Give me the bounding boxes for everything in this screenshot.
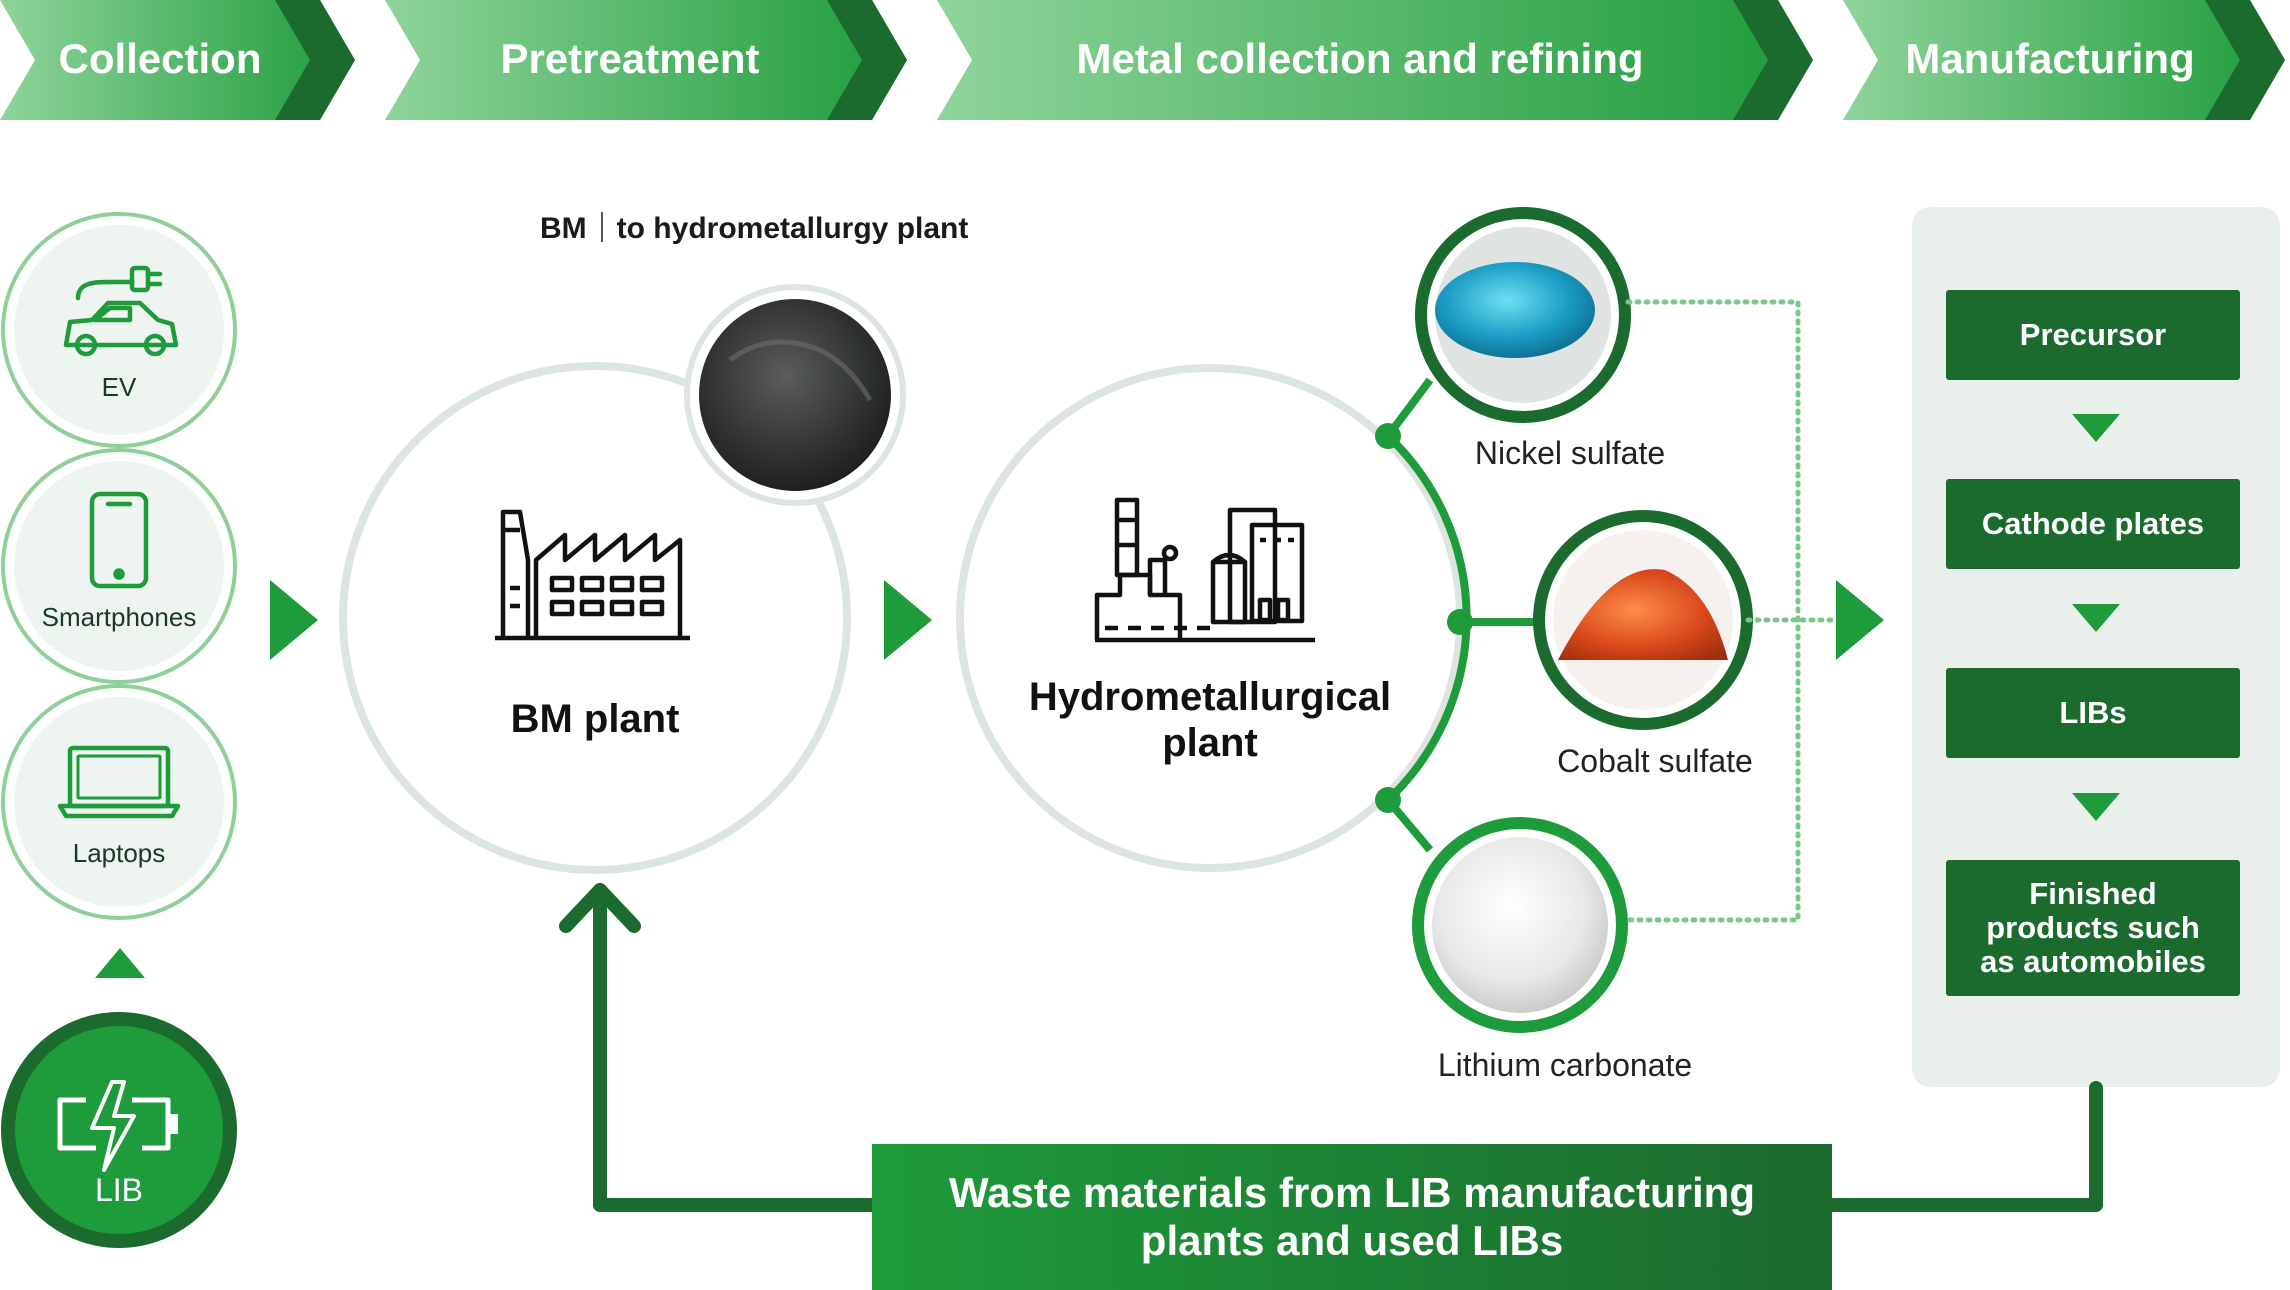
- mfg-arrow-3: [2072, 793, 2120, 821]
- mfg-step-cathode-plates: Cathode plates: [1946, 479, 2240, 569]
- ev-car-icon: [63, 265, 179, 357]
- bm-note-left: BM: [540, 212, 587, 245]
- chevron-refining-tip: [1733, 0, 1813, 120]
- cobalt-sulfate-label: Cobalt sulfate: [1557, 743, 1753, 779]
- laptop-icon: [57, 745, 181, 819]
- waste-materials-box: Waste materials from LIB manufacturing p…: [872, 1144, 1832, 1290]
- mfg-step-libs: LIBs: [1946, 668, 2240, 758]
- bm-note: BM to hydrometallurgy plant: [540, 212, 968, 246]
- lithium-carbonate-label: Lithium carbonate: [1437, 1047, 1693, 1083]
- stage-chevrons: [0, 0, 2285, 120]
- source-circles: [1, 212, 237, 1248]
- bm-note-right: to hydrometallurgy plant: [616, 212, 969, 245]
- bm-plant-label: BM plant: [510, 697, 680, 741]
- stage-label-manufacturing: Manufacturing: [1905, 35, 2195, 82]
- waste-line-1: Waste materials from LIB manufacturing: [949, 1169, 1755, 1216]
- arrow-to-manufacturing: [1836, 580, 1884, 660]
- stage-label-refining: Metal collection and refining: [1076, 35, 1644, 82]
- hydro-plant-label-line1: Hydrometallurgical: [1028, 675, 1392, 719]
- dotted-connectors: [1625, 299, 1835, 923]
- source-label-ev: EV: [101, 372, 137, 402]
- chevron-pretreatment: [385, 0, 907, 120]
- chevron-pretreatment-tip: [827, 0, 907, 120]
- mfg-step-finished-products: Finished products such as automobiles: [1946, 860, 2240, 996]
- chevron-refining: [937, 0, 1813, 120]
- arrow-to-hydro: [884, 580, 932, 660]
- return-arrow: [559, 883, 2103, 1212]
- battery-icon: [57, 1080, 178, 1172]
- mfg-arrow-2: [2072, 604, 2120, 632]
- source-label-smartphones: Smartphones: [41, 602, 197, 632]
- source-label-lib: LIB: [94, 1172, 144, 1208]
- bm-plant-ring: [339, 362, 851, 874]
- chevron-manufacturing: [1843, 0, 2285, 120]
- waste-line-2: plants and used LIBs: [1140, 1217, 1564, 1264]
- nickel-sulfate-label: Nickel sulfate: [1474, 435, 1666, 471]
- chevron-collection-tip: [275, 0, 355, 120]
- source-label-laptops: Laptops: [72, 838, 166, 868]
- stage-label-collection: Collection: [58, 35, 262, 82]
- stage-label-pretreatment: Pretreatment: [500, 35, 760, 82]
- mfg-arrow-1: [2072, 414, 2120, 442]
- factory-icon: [495, 509, 690, 641]
- chevron-collection: [0, 0, 355, 120]
- mfg-step-precursor: Precursor: [1946, 290, 2240, 380]
- bm-note-divider: [600, 212, 603, 242]
- smartphone-icon: [89, 491, 149, 589]
- hydro-plant-label-line2: plant: [1162, 721, 1258, 765]
- arrow-to-bm: [270, 580, 318, 660]
- hydro-plant-icon: [1094, 497, 1315, 643]
- up-arrow-collection: [95, 948, 145, 978]
- chevron-manufacturing-tip: [2205, 0, 2285, 120]
